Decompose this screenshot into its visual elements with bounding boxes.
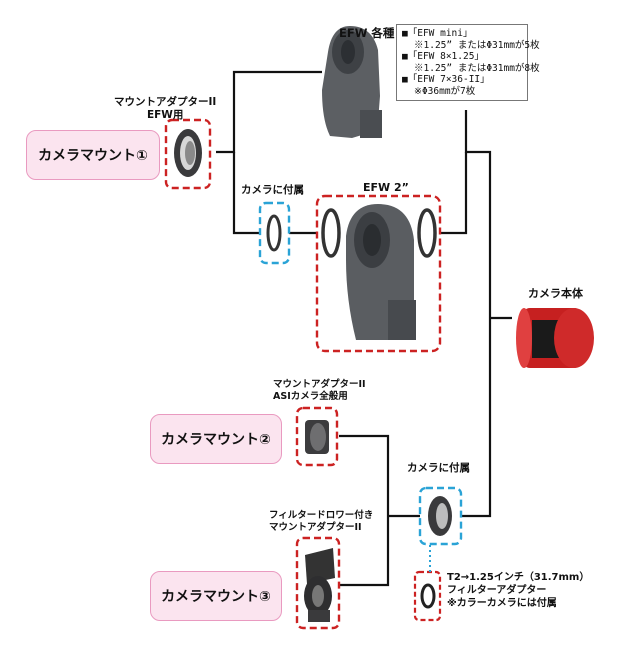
efw2-label: EFW 2”	[363, 181, 409, 194]
connector-line	[339, 434, 390, 587]
camera-included-bottom-label: カメラに付属	[407, 462, 470, 474]
frame-adapter-drawer	[295, 536, 341, 630]
efw2-image	[321, 204, 437, 340]
connector-line	[232, 152, 260, 235]
t2-adapter-label: T2→1.25インチ（31.7mm） フィルターアダプター ※カラーカメラには付…	[447, 572, 590, 609]
frame-efw2	[315, 194, 442, 353]
camera-body-image	[516, 308, 594, 368]
frame-t2-adapter	[413, 570, 442, 622]
adapter-asi-image	[305, 420, 329, 454]
t2-adapter-image	[420, 583, 436, 609]
frame-ring-bottom	[418, 486, 463, 546]
ring-top-image	[266, 214, 282, 252]
connector-line	[464, 110, 492, 318]
connector-line	[440, 152, 468, 235]
efw-list-item: ■「EFW mini」	[402, 28, 473, 39]
adapter-asi-label: マウントアダプターII ASIカメラ全般用	[273, 379, 366, 402]
camera-mount-3-pill: カメラマウント③	[150, 571, 282, 621]
camera-mount-3-label: カメラマウント③	[161, 589, 271, 605]
frame-adapter-asi	[295, 406, 339, 467]
efw-various-image	[322, 26, 382, 138]
camera-body-label: カメラ本体	[528, 287, 583, 300]
efw-various-label: EFW 各種	[339, 26, 395, 40]
efw-list-item: ■「EFW 8×1.25」	[402, 51, 484, 62]
camera-mount-1-pill: カメラマウント①	[26, 130, 160, 180]
efw-list-detail: ※Φ36mmが7枚	[414, 85, 476, 97]
connector-line	[461, 318, 492, 518]
camera-mount-2-pill: カメラマウント②	[150, 414, 282, 464]
connector-line	[216, 70, 322, 154]
camera-mount-1-label: カメラマウント①	[38, 148, 148, 164]
camera-mount-2-label: カメラマウント②	[161, 432, 271, 448]
efw-list-detail: ※1.25” またはΦ31mmが5枚	[414, 39, 540, 51]
adapter-drawer-image	[304, 548, 335, 622]
efw-list-item: ■「EFW 7×36-II」	[402, 74, 490, 85]
efw-list-box: ■「EFW mini」 ※1.25” またはΦ31mmが5枚 ■「EFW 8×1…	[396, 24, 540, 101]
adapter-efw-image	[174, 129, 202, 177]
camera-included-top-label: カメラに付属	[241, 184, 304, 196]
frame-ring-top	[258, 201, 291, 265]
ring-bottom-image	[428, 496, 452, 536]
adapter-drawer-label: フィルタードロワー付き マウントアダプターII	[269, 510, 374, 533]
frame-adapter-efw	[164, 118, 212, 190]
efw-list-detail: ※1.25” またはΦ31mmが8枚	[414, 62, 540, 74]
adapter-efw-label: マウントアダプターII EFW用	[114, 96, 217, 121]
